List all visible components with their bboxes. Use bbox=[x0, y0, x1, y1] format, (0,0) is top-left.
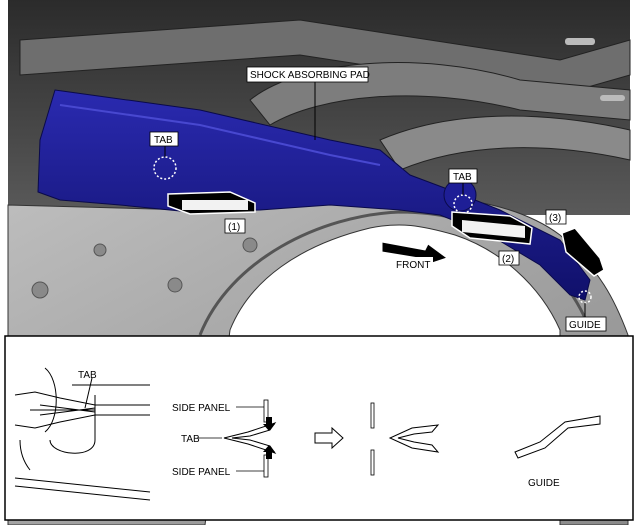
roof-slot bbox=[600, 95, 625, 101]
tab-location-left-icon bbox=[153, 156, 177, 180]
body-hole bbox=[242, 237, 258, 253]
svg-text:(1): (1) bbox=[228, 222, 240, 233]
svg-text:SHOCK ABSORBING PAD: SHOCK ABSORBING PAD bbox=[250, 70, 370, 81]
tab-location-right-icon bbox=[453, 194, 473, 214]
svg-text:GUIDE: GUIDE bbox=[569, 320, 601, 331]
callout-front: FRONT bbox=[393, 257, 433, 271]
removal-arrow-2-inner bbox=[462, 220, 525, 238]
roof-slot bbox=[565, 38, 595, 45]
detail-side-panel-bottom-label: SIDE PANEL bbox=[172, 467, 231, 478]
callout-step-2: (2) bbox=[498, 250, 520, 266]
detail-tab-closeup-label: TAB bbox=[78, 370, 97, 381]
callout-shock-absorbing-pad: SHOCK ABSORBING PAD bbox=[246, 66, 370, 83]
callout-guide: GUIDE bbox=[565, 316, 607, 332]
press-up-arrow-icon bbox=[263, 445, 275, 459]
pad-bump bbox=[443, 178, 477, 212]
press-down-arrow-icon bbox=[263, 417, 275, 431]
callout-step-1: (1) bbox=[224, 218, 246, 234]
body-hole bbox=[31, 281, 49, 299]
tab-clip-released bbox=[388, 424, 440, 453]
tab-closeup-view bbox=[14, 367, 151, 501]
detail-side-panel-top-label: SIDE PANEL bbox=[172, 403, 231, 414]
detail-panel bbox=[4, 335, 634, 521]
guide-shape bbox=[514, 415, 601, 459]
removal-arrow-3-icon bbox=[561, 227, 605, 277]
tab-clip-compressed bbox=[223, 422, 277, 454]
detail-guide-label: GUIDE bbox=[528, 478, 560, 489]
released-side-panels bbox=[370, 402, 375, 476]
svg-text:(3): (3) bbox=[549, 213, 561, 224]
svg-text:(2): (2) bbox=[502, 254, 514, 265]
body-hole bbox=[93, 243, 107, 257]
pad-edge-highlight bbox=[59, 104, 381, 166]
transition-arrow-icon bbox=[314, 426, 344, 450]
svg-text:TAB: TAB bbox=[453, 172, 472, 183]
callout-tab-right: TAB bbox=[448, 168, 478, 184]
body-hole bbox=[167, 277, 183, 293]
roof-bow-rear bbox=[379, 115, 631, 171]
callout-step-3: (3) bbox=[545, 209, 567, 225]
detail-tab-label: TAB bbox=[181, 434, 200, 445]
svg-text:TAB: TAB bbox=[154, 135, 173, 146]
callout-tab-left: TAB bbox=[149, 131, 179, 147]
removal-arrow-1-inner bbox=[182, 200, 248, 210]
svg-text:FRONT: FRONT bbox=[396, 260, 430, 271]
